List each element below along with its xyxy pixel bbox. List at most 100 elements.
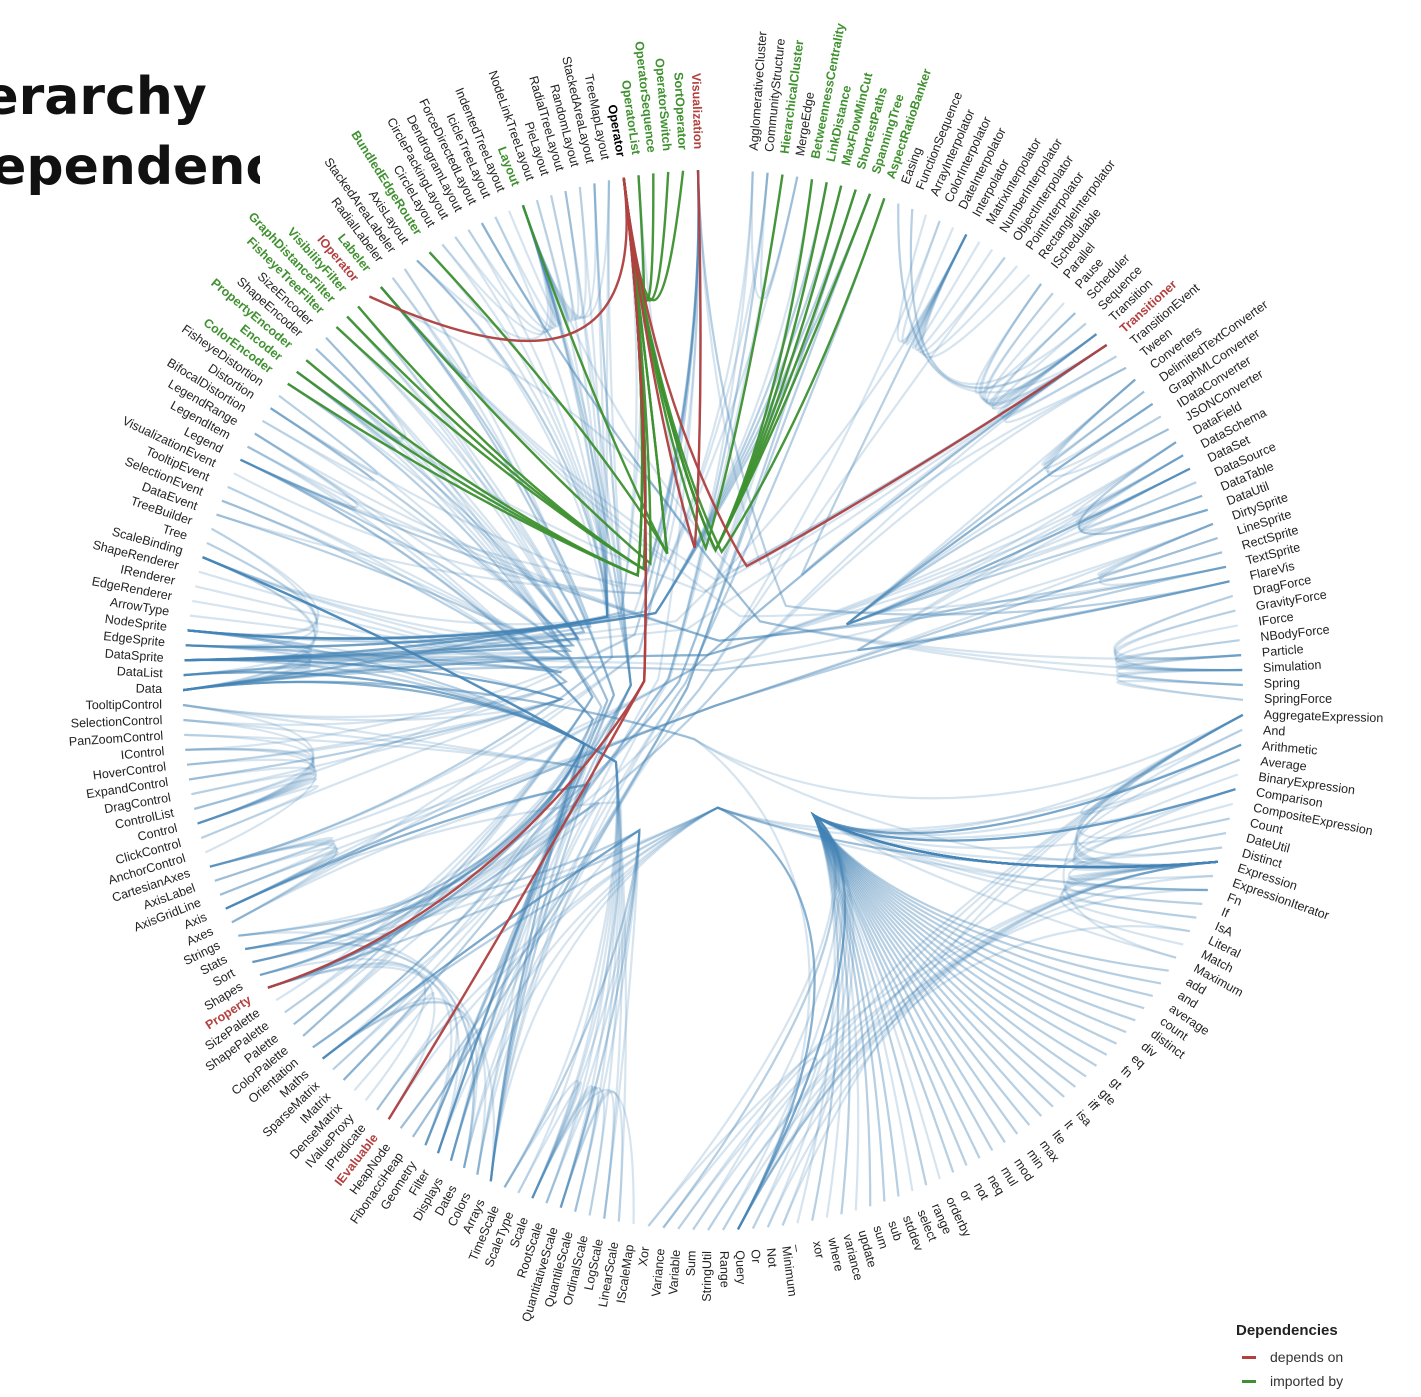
dependency-edge (696, 170, 1230, 616)
dependency-edge (182, 629, 312, 692)
legend-item-imported-by: imported by (1236, 1369, 1416, 1393)
node-label[interactable]: IForce (1257, 610, 1294, 629)
dependency-edge (489, 174, 784, 1182)
dependency-edge (219, 850, 339, 910)
dependency-edge (184, 407, 576, 662)
node-label[interactable]: Arithmetic (1261, 739, 1318, 758)
dependency-edge (559, 1090, 624, 1222)
dependency-edge (185, 170, 700, 751)
node-label[interactable]: sub (885, 1219, 905, 1243)
depends-on-edge (622, 170, 702, 549)
node-label[interactable]: Average (1260, 754, 1308, 773)
dependency-edge (216, 170, 700, 595)
node-label[interactable]: Sum (684, 1250, 699, 1276)
dependency-edge (1115, 639, 1242, 663)
dependency-edge (322, 743, 1242, 1060)
node-label[interactable]: sum (870, 1224, 890, 1251)
dependency-edge (1061, 860, 1218, 933)
node-label[interactable]: Variance (649, 1248, 667, 1298)
dependency-edge (184, 286, 592, 662)
dependency-edge (182, 177, 638, 692)
dependency-edge (737, 811, 914, 1230)
dependency-edge (269, 204, 621, 589)
dependency-edge (810, 788, 1236, 1045)
node-label[interactable]: IControl (120, 744, 165, 762)
dependency-edge (810, 811, 1218, 1078)
dependency-edge (917, 234, 1006, 354)
node-label[interactable]: Minimum (779, 1245, 800, 1297)
dependency-edge (184, 359, 580, 662)
dependency-edge (810, 788, 1236, 1108)
node-label[interactable]: Range (717, 1251, 732, 1288)
node-label[interactable]: Simulation (1263, 658, 1322, 675)
dependency-edge (182, 703, 315, 825)
node-label[interactable]: _ (794, 1242, 809, 1253)
dependency-edge (751, 860, 1218, 1229)
node-label[interactable]: Variable (666, 1249, 683, 1295)
dependency-edge (1114, 609, 1243, 672)
dependency-edge (240, 458, 1223, 642)
dependency-edge (182, 680, 1218, 866)
dependency-edge (202, 556, 619, 1199)
node-label[interactable]: lt (1061, 1118, 1076, 1132)
dependency-edge (1114, 609, 1242, 660)
dependency-edge (1072, 802, 1233, 869)
node-label[interactable]: Fn (1225, 890, 1244, 908)
dependency-edge (896, 214, 968, 343)
dependency-edge (240, 432, 359, 509)
dependency-edge (1064, 860, 1218, 905)
dependency-edge (810, 811, 1218, 1215)
dependency-edge (187, 629, 565, 781)
dependency-edge (202, 432, 573, 653)
dependency-edge (810, 811, 1218, 1135)
node-label[interactable]: SortOperator (671, 72, 689, 151)
node-label[interactable]: DataList (116, 664, 163, 680)
dependency-edge (184, 195, 609, 662)
node-label[interactable]: EdgeSprite (103, 629, 166, 649)
dependency-edge (1041, 378, 1145, 466)
dependency-edge (467, 204, 555, 332)
node-label[interactable]: Spring (1264, 676, 1301, 691)
dependency-edge (810, 811, 1218, 1067)
node-label[interactable]: Data (136, 682, 163, 696)
dependency-edge (1116, 679, 1244, 701)
dependency-edge (312, 204, 632, 1049)
dependency-edge (240, 170, 700, 588)
dependency-edge (322, 828, 641, 1219)
dependency-edge (284, 347, 594, 1014)
dependency-edge (810, 811, 1218, 1045)
node-label[interactable]: Xor (636, 1246, 652, 1267)
node-label[interactable]: StringUtil (700, 1251, 714, 1302)
node-label[interactable]: Visualization (689, 73, 705, 150)
node-label[interactable]: SelectionControl (70, 713, 162, 730)
dependency-edge (424, 204, 632, 1146)
node-label[interactable]: Or (748, 1249, 763, 1264)
node-label[interactable]: PanZoomControl (68, 729, 163, 749)
dependency-edge (1115, 639, 1243, 672)
node-label[interactable]: xor (810, 1240, 827, 1260)
node-label[interactable]: If (1219, 905, 1231, 921)
node-label[interactable]: AggregateExpression (1264, 708, 1384, 725)
dependency-edge (187, 182, 828, 640)
dependency-edge (187, 243, 609, 640)
dependency-edge (380, 286, 616, 1154)
node-label[interactable]: Particle (1261, 642, 1304, 659)
node-label[interactable]: Query (733, 1250, 749, 1285)
dependency-edge (909, 208, 1098, 390)
node-label[interactable]: Not (764, 1247, 780, 1268)
dependency-edge (441, 204, 552, 336)
dependency-edge (184, 407, 576, 662)
dependency-edge (238, 828, 641, 1208)
node-label[interactable]: And (1263, 723, 1286, 738)
dependency-edge (186, 758, 316, 825)
node-label[interactable]: TooltipControl (85, 697, 162, 712)
node-label[interactable]: DataSprite (104, 646, 164, 664)
dependency-edge (810, 743, 1242, 972)
dependency-edge (1072, 441, 1184, 517)
node-label[interactable]: SpringForce (1264, 692, 1332, 706)
dependency-edge (810, 811, 1223, 1022)
dependency-edge (225, 783, 591, 1049)
dependency-edge (810, 811, 1218, 1098)
dependency-edge (185, 644, 586, 977)
